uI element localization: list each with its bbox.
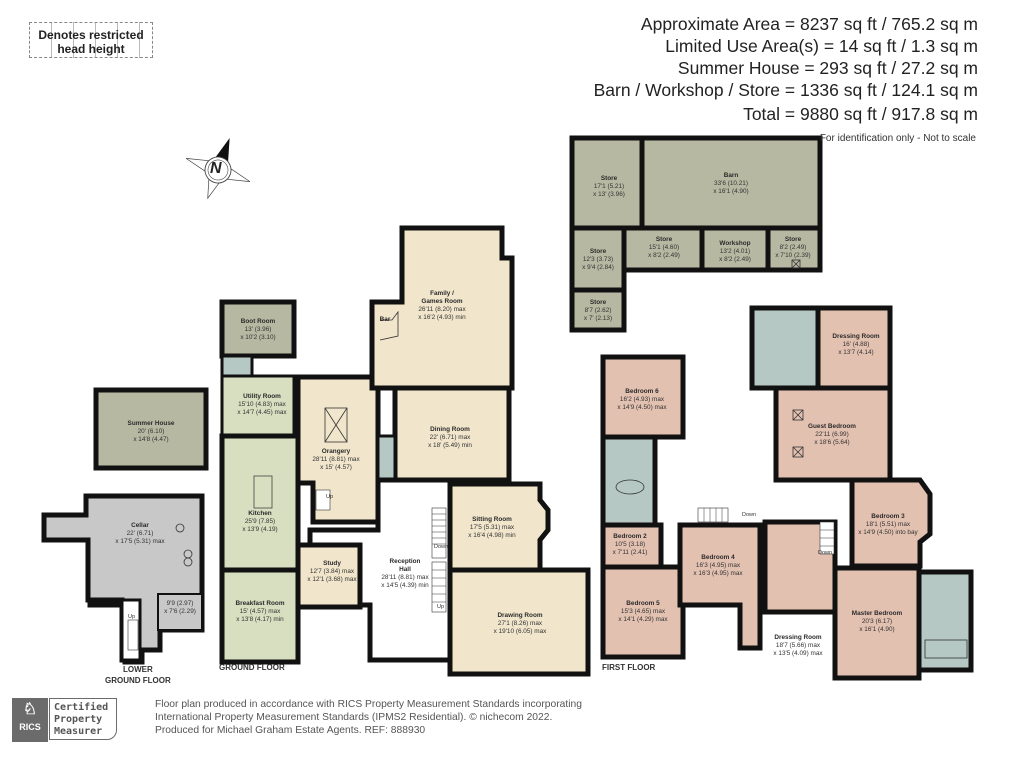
bedroom-5 xyxy=(600,564,686,660)
rics-certified-badge: ♘ RICS Certified Property Measurer xyxy=(12,698,118,742)
drawing-room xyxy=(447,567,591,677)
stair-up-hall: Up xyxy=(437,604,445,610)
master-ensuite xyxy=(916,569,974,673)
study xyxy=(295,542,363,610)
floor-label-first: FIRST FLOOR xyxy=(602,663,656,672)
kitchen xyxy=(219,433,301,573)
compass-north-label: N xyxy=(210,160,222,177)
rics-lion-icon: ♘ xyxy=(22,701,38,718)
rics-logo: ♘ RICS xyxy=(12,698,48,742)
area-total: Total = 9880 sq ft / 917.8 sq m xyxy=(743,104,978,124)
dining-room xyxy=(392,385,512,483)
footer-disclaimer: Floor plan produced in accordance with R… xyxy=(155,699,582,736)
bedroom-2 xyxy=(600,522,664,570)
stair-down-landing: Down xyxy=(742,512,757,518)
breakfast-room xyxy=(219,567,301,665)
floor-label-ground: GROUND FLOOR xyxy=(219,663,285,672)
wc-gf xyxy=(376,434,397,482)
summer-house-room xyxy=(93,387,209,471)
stair-up-cellar: Up xyxy=(128,614,136,620)
utility-wc xyxy=(220,354,254,378)
bedroom-6 xyxy=(600,354,686,440)
stair-down-hall: Down xyxy=(434,544,449,550)
area-approximate: Approximate Area = 8237 sq ft / 765.2 sq… xyxy=(640,14,978,34)
identification-note: For identification only - Not to scale xyxy=(819,133,976,144)
bedroom-4 xyxy=(677,522,763,651)
ensuite-b6 xyxy=(600,434,658,528)
area-summer-house: Summer House = 293 sq ft / 27.2 sq m xyxy=(677,58,978,78)
bathroom-guest xyxy=(749,305,821,391)
floor-label-lower-ground: LOWER GROUND FLOOR xyxy=(105,665,171,685)
utility-room xyxy=(220,374,296,438)
compass-rose xyxy=(185,138,251,200)
store-c xyxy=(621,225,705,273)
room-label-bar: Bar xyxy=(379,316,391,323)
area-limited-use: Limited Use Area(s) = 14 sq ft / 1.3 sq … xyxy=(665,36,978,56)
stair-up-orangery: Up xyxy=(326,494,334,500)
guest-bedroom xyxy=(773,385,893,483)
area-barn: Barn / Workshop / Store = 1336 sq ft / 1… xyxy=(593,80,978,100)
cellar-store xyxy=(157,593,203,631)
room-label-cellar-store: 9'9 (2.97)x 7'6 (2.29) xyxy=(164,600,196,615)
stair-down-rear: Down xyxy=(818,550,833,556)
certified-property-measurer: Certified Property Measurer xyxy=(49,698,117,740)
store-d xyxy=(765,225,823,273)
store-e xyxy=(569,287,627,333)
boot-room xyxy=(219,299,297,359)
workshop xyxy=(699,225,771,273)
restricted-head-height-legend: Denotes restricted head height xyxy=(29,22,153,58)
